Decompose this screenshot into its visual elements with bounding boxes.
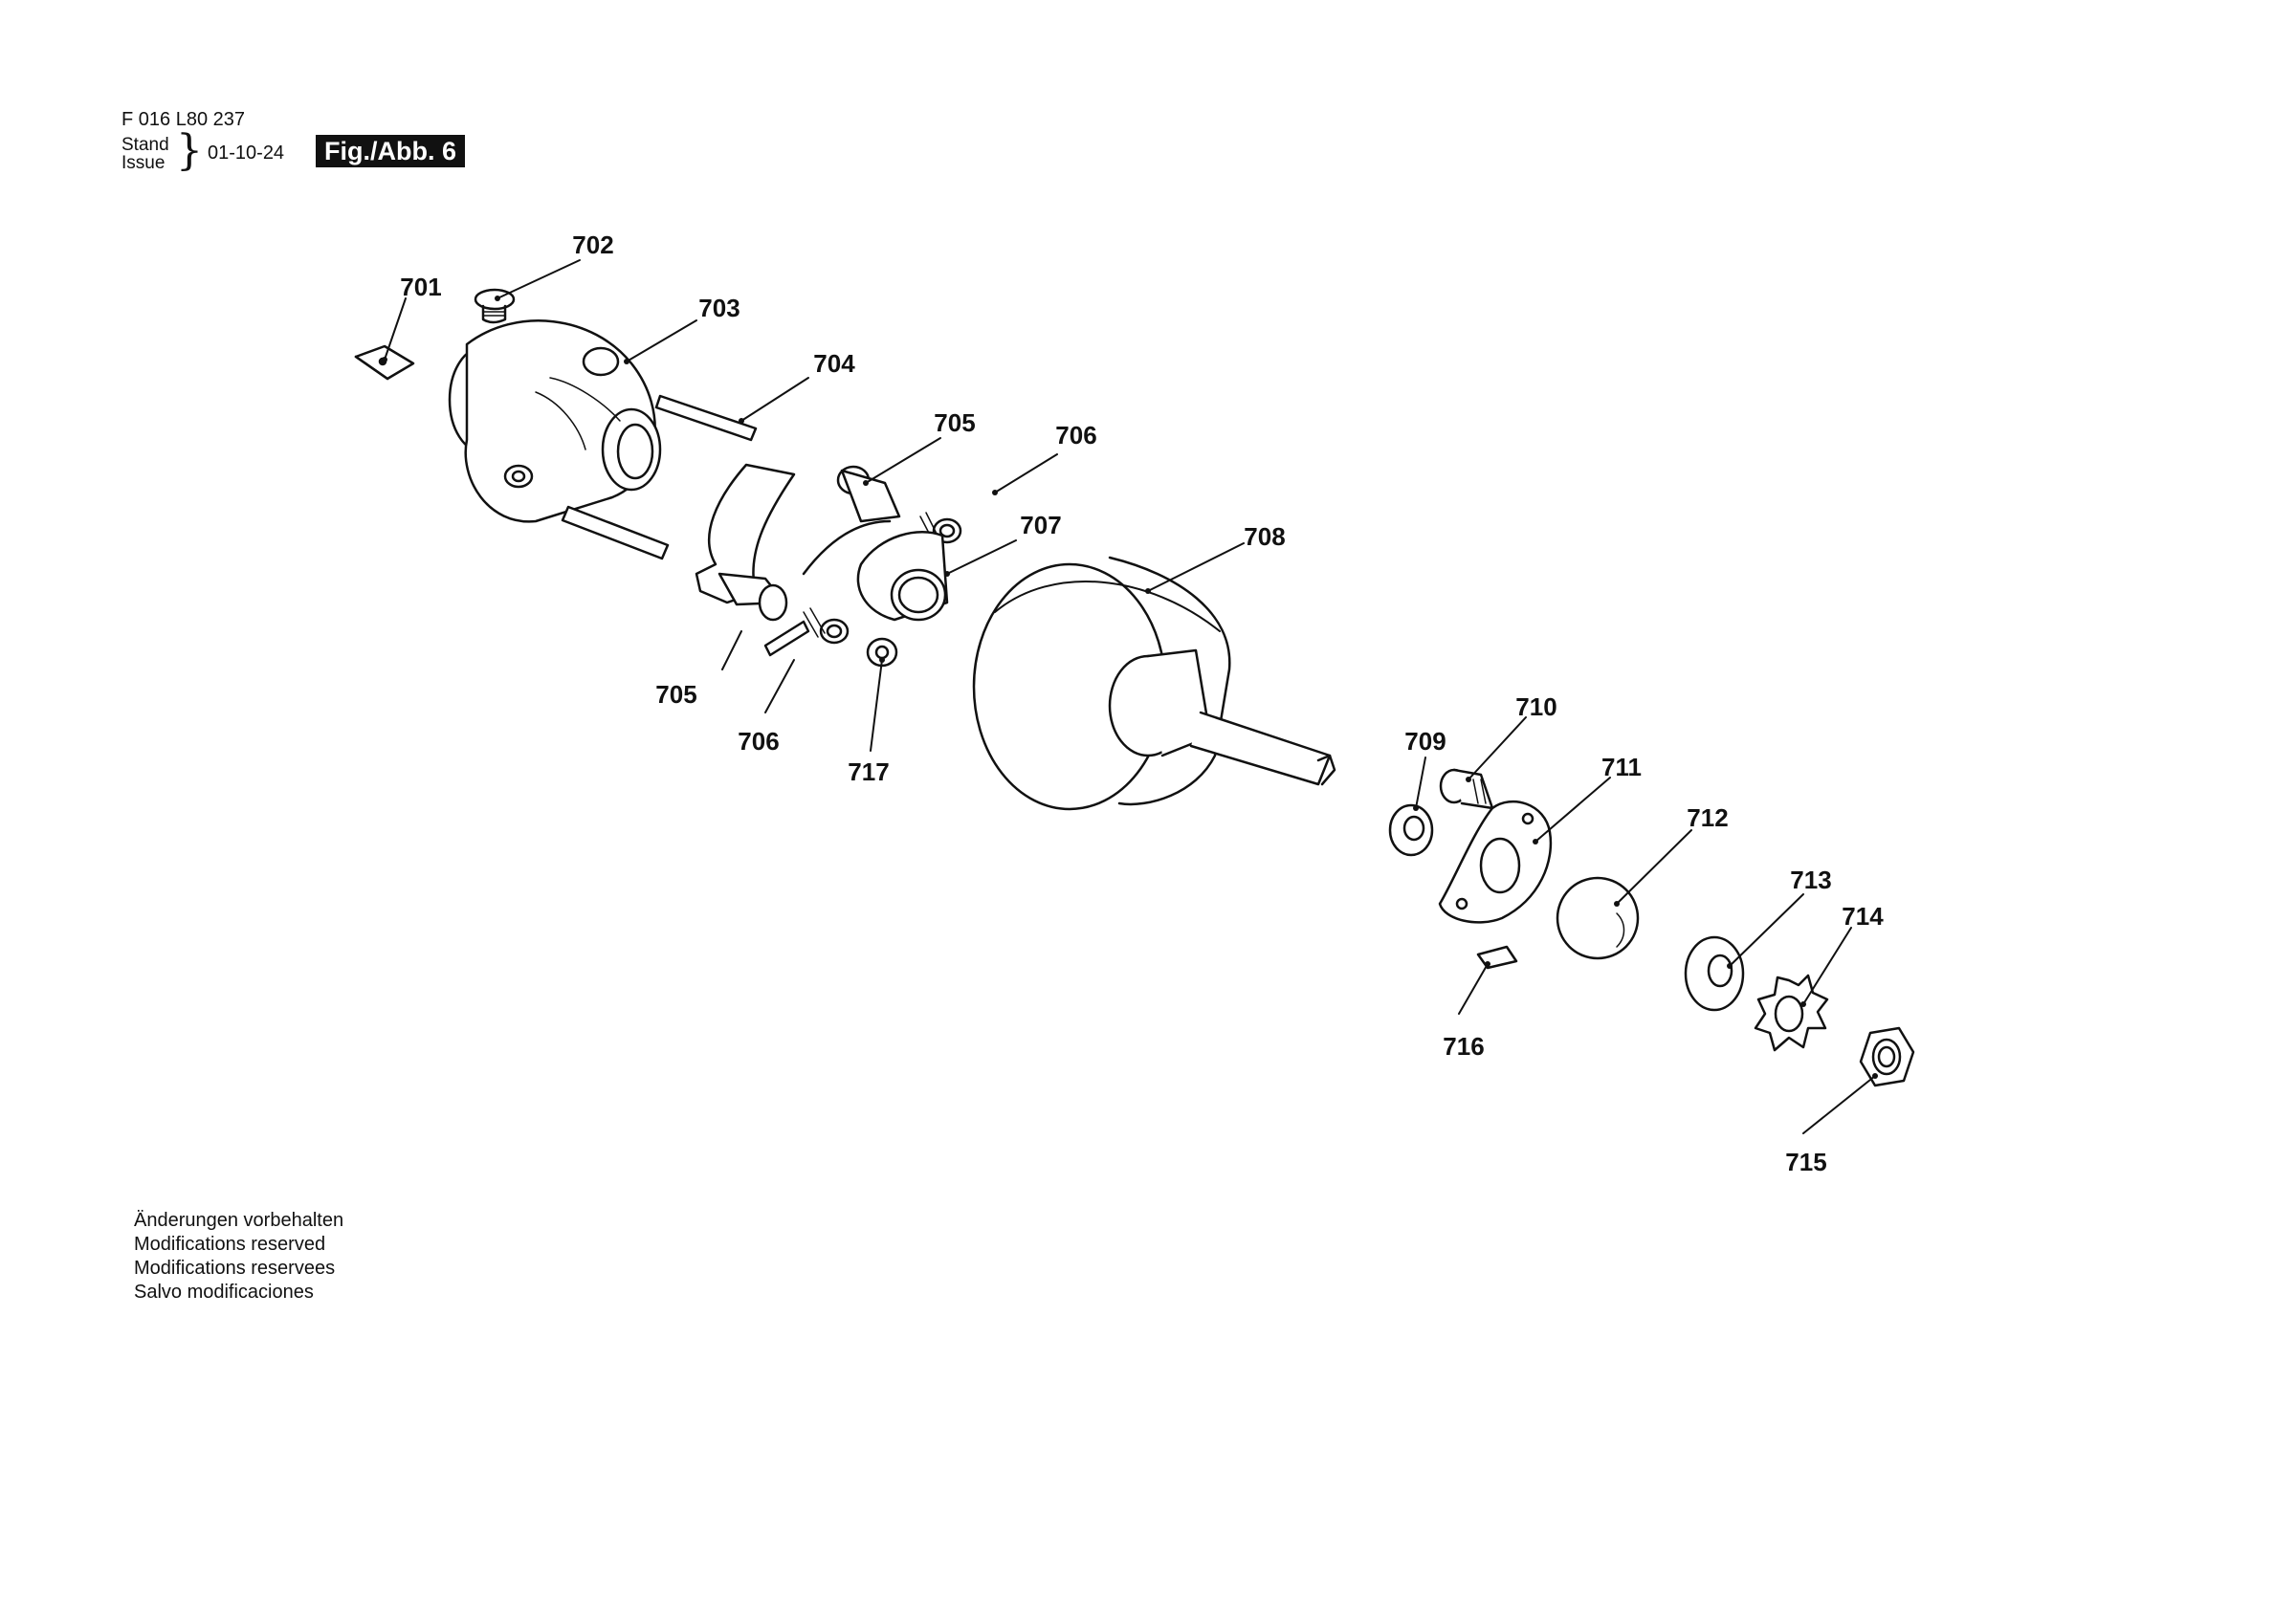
modification-notes: Änderungen vorbehalten Modifications res… [134, 1209, 343, 1305]
issue-date: 01-10-24 [208, 143, 285, 164]
note-es: Salvo modificaciones [134, 1282, 314, 1303]
leader-715 [1802, 1075, 1876, 1134]
leader-704 [740, 377, 809, 422]
callout-706-upper: 706 [1055, 421, 1097, 450]
callout-707: 707 [1020, 511, 1062, 539]
leader-708 [1147, 542, 1245, 592]
leader-714 [1802, 927, 1852, 1005]
part-708-drum [972, 556, 1336, 811]
callout-711: 711 [1601, 753, 1642, 781]
part-716-key [1476, 945, 1518, 970]
brace-glyph: } [176, 126, 203, 175]
leader-702 [497, 259, 581, 299]
leader-707 [946, 539, 1017, 575]
callout-713: 713 [1790, 866, 1832, 894]
part-707-bushing [856, 531, 949, 622]
leader-711 [1534, 777, 1611, 843]
callout-705-upper: 705 [934, 408, 976, 437]
part-709-ring [1388, 803, 1434, 857]
leader-713 [1729, 893, 1804, 967]
part-712-ball [1556, 876, 1640, 960]
part-714-star-washer [1754, 974, 1829, 1052]
callout-706-lower: 706 [738, 727, 780, 756]
leader-709 [1415, 757, 1426, 809]
figure-badge: Fig./Abb. 6 [316, 135, 465, 167]
issue-label: Issue [121, 153, 166, 173]
part-705-flyweight-upper [802, 465, 901, 576]
callout-702: 702 [572, 230, 614, 259]
part-715-nut [1859, 1026, 1915, 1087]
callout-709: 709 [1404, 727, 1446, 756]
document-number: F 016 L80 237 [121, 109, 245, 130]
callout-712: 712 [1687, 803, 1729, 832]
leader-dots [382, 296, 1878, 1079]
leader-716 [1458, 963, 1489, 1015]
part-704-pins [561, 394, 758, 560]
leader-705-upper [865, 437, 941, 484]
part-713-washer [1684, 935, 1745, 1012]
part-706-spring-lower [763, 607, 850, 657]
leader-705-lower [721, 630, 742, 670]
callout-704: 704 [813, 349, 855, 378]
callout-705-lower: 705 [655, 680, 697, 709]
note-en: Modifications reserved [134, 1234, 326, 1255]
leader-717 [870, 659, 883, 752]
callout-703: 703 [698, 294, 740, 322]
callout-708: 708 [1244, 522, 1286, 551]
callout-714: 714 [1842, 902, 1884, 931]
note-fr: Modifications reservees [134, 1258, 336, 1279]
callout-715: 715 [1785, 1148, 1827, 1176]
leader-706-upper [994, 453, 1058, 493]
leader-706-lower [764, 659, 795, 713]
leader-701 [384, 297, 407, 361]
part-705-flyweight-left [695, 463, 796, 622]
part-711-plate [1438, 800, 1553, 924]
part-702-screw [474, 288, 516, 324]
stand-label: Stand [121, 135, 169, 155]
part-703-hub [448, 319, 662, 523]
leader-712 [1616, 829, 1692, 905]
callout-717: 717 [848, 757, 890, 786]
leader-703 [626, 319, 697, 362]
leader-lines [384, 259, 1876, 1134]
callout-701: 701 [400, 273, 442, 301]
note-de: Änderungen vorbehalten [134, 1210, 344, 1231]
callout-716: 716 [1443, 1032, 1485, 1061]
part-710-bolt [1439, 768, 1494, 810]
callout-710: 710 [1515, 692, 1557, 721]
leader-710 [1468, 716, 1527, 780]
